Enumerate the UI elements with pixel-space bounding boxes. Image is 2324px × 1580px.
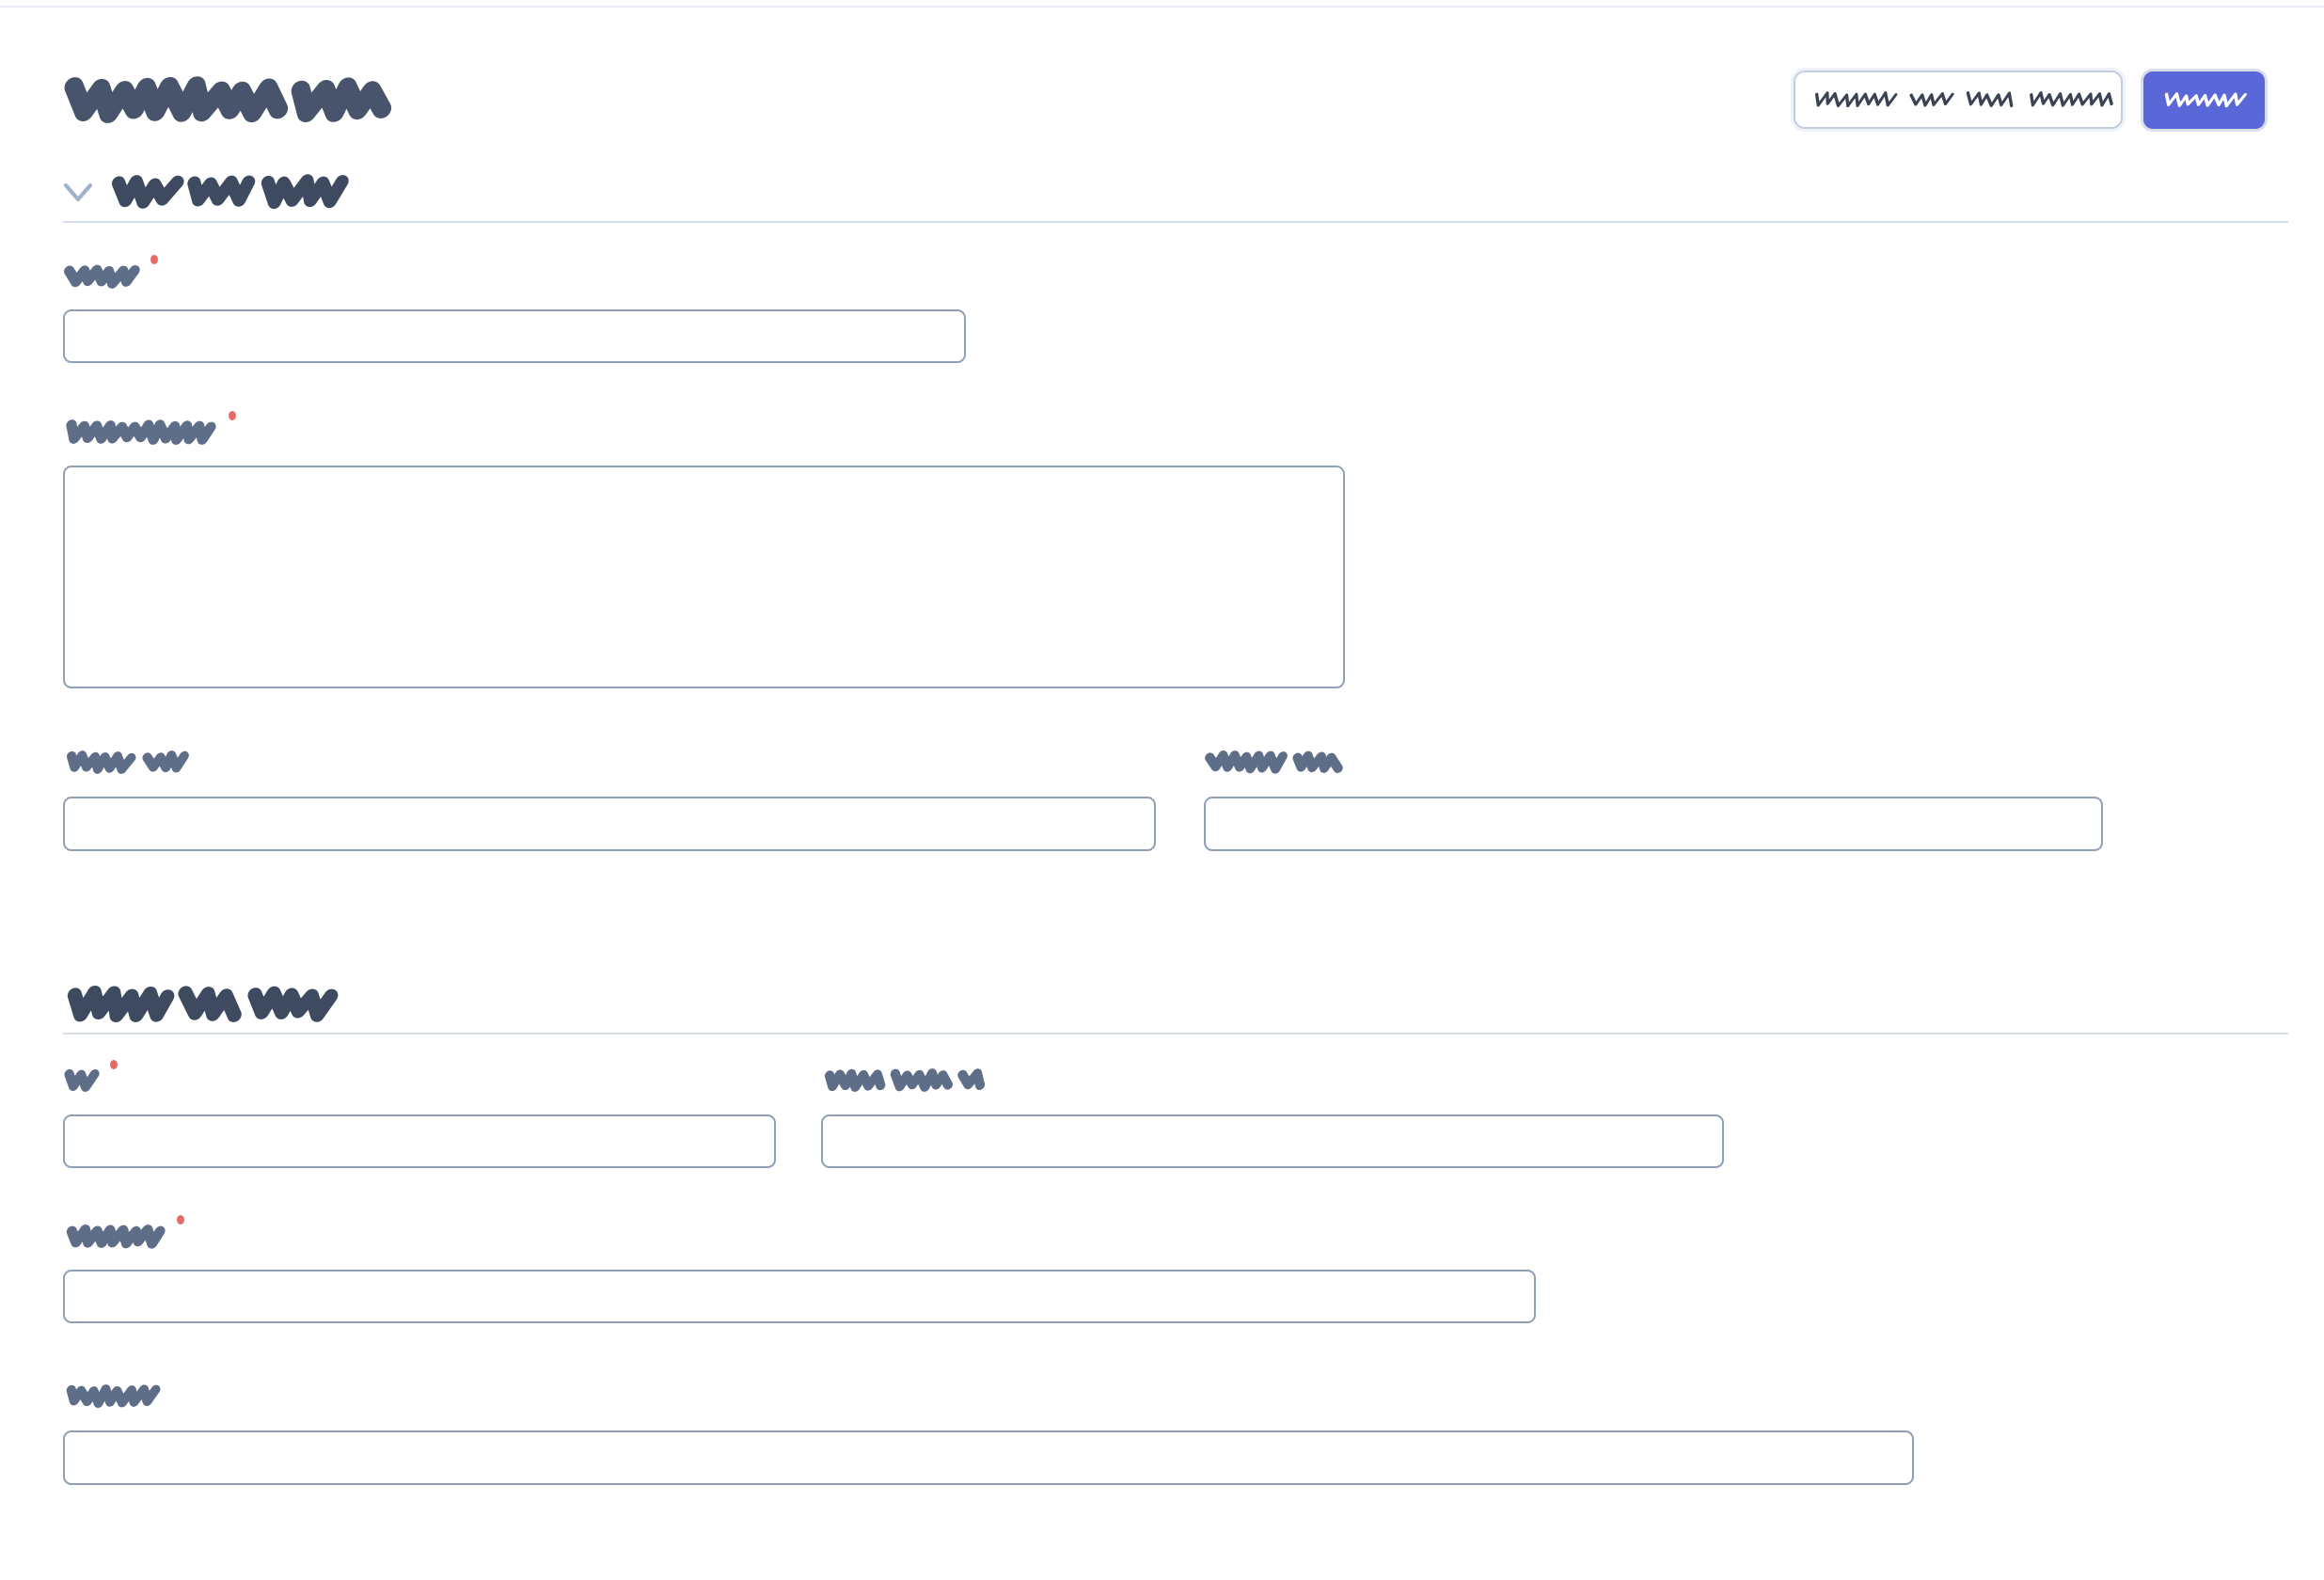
section-divider [63, 1033, 2288, 1035]
primary-action-button[interactable] [2143, 71, 2265, 129]
field-6-input[interactable] [821, 1114, 1724, 1168]
form-row [63, 1215, 2288, 1323]
section-2 [63, 985, 2288, 1485]
field-2-input-textarea[interactable] [63, 466, 1345, 688]
required-dot [150, 255, 158, 264]
required-dot [177, 1215, 184, 1224]
field-3-input[interactable] [63, 797, 1156, 851]
field-4-input[interactable] [1204, 797, 2103, 851]
form-row [63, 1382, 2288, 1485]
form-row [63, 749, 2288, 851]
field-7-label [63, 1215, 1536, 1256]
section-2-heading [63, 984, 345, 1024]
section-1-heading [108, 172, 353, 212]
form-row [63, 1060, 2288, 1168]
section-1-header[interactable] [63, 174, 2288, 210]
field-1-label [63, 255, 966, 295]
section-2-header [63, 985, 2288, 1022]
required-dot [110, 1060, 118, 1069]
section-divider [63, 221, 2288, 223]
field-5-input[interactable] [63, 1114, 776, 1168]
top-divider [0, 6, 2324, 8]
field-7 [63, 1215, 1536, 1323]
required-dot [229, 411, 236, 420]
field-5 [63, 1060, 776, 1168]
field-5-label [63, 1060, 776, 1100]
field-6 [821, 1066, 1724, 1168]
field-8-input[interactable] [63, 1430, 1914, 1485]
field-1-input[interactable] [63, 309, 966, 363]
field-4-label [1204, 749, 2103, 782]
page [0, 71, 2324, 1485]
field-4 [1204, 749, 2103, 851]
header-text-input[interactable] [1794, 71, 2123, 129]
field-1 [63, 255, 966, 363]
form-body [63, 174, 2288, 1485]
chevron-down-icon[interactable] [63, 182, 93, 202]
form-row [63, 411, 2288, 688]
field-2 [63, 411, 1345, 688]
field-7-input[interactable] [63, 1270, 1536, 1323]
page-header [63, 71, 2288, 129]
field-8-label [63, 1382, 1914, 1416]
field-8 [63, 1382, 1914, 1485]
page-title [63, 74, 403, 125]
field-3-label [63, 749, 1156, 782]
section-1 [63, 174, 2288, 851]
field-3 [63, 749, 1156, 851]
header-actions [1794, 71, 2265, 129]
field-6-label [821, 1066, 1724, 1100]
form-row [63, 255, 2288, 363]
field-2-label [63, 411, 1345, 451]
